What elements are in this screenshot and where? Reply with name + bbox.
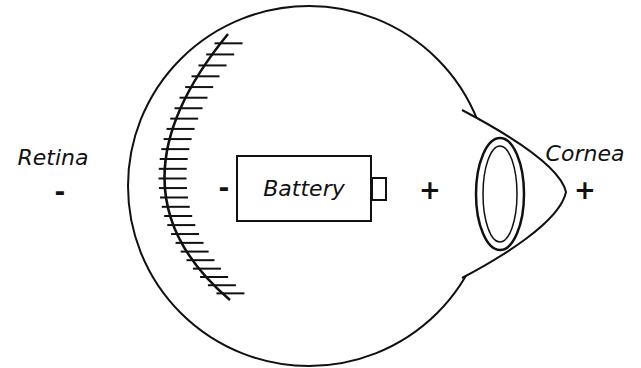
hatch-stroke [161, 148, 189, 150]
lens-outline [476, 138, 524, 250]
hatch-stroke [160, 158, 188, 160]
hatch-stroke [159, 178, 187, 180]
battery-label: Battery [263, 176, 344, 201]
hatch-stroke [167, 224, 195, 226]
hatch-stroke [180, 97, 208, 99]
retina-hatching [159, 43, 245, 293]
hatch-stroke [159, 168, 187, 170]
hatch-stroke [186, 259, 214, 261]
hatch-stroke [208, 284, 236, 286]
cornea-outline [462, 110, 566, 278]
retina-arc [164, 34, 230, 300]
hatch-stroke [200, 276, 228, 278]
battery-terminal [372, 178, 386, 200]
hatch-stroke [175, 107, 203, 109]
hatch-stroke [159, 187, 187, 189]
hatch-stroke [164, 215, 192, 217]
polarity-sign: + [419, 177, 441, 203]
polarity-sign: - [55, 179, 66, 205]
polarity-sign: - [219, 175, 230, 201]
hatch-stroke [160, 196, 188, 198]
hatch-stroke [162, 206, 190, 208]
hatch-stroke [193, 268, 221, 270]
eyeball-outline [128, 6, 490, 366]
hatch-stroke [199, 64, 227, 66]
hatch-stroke [216, 292, 244, 294]
hatch-stroke [167, 128, 195, 130]
hatch-stroke [164, 138, 192, 140]
hatch-stroke [206, 53, 234, 55]
hatch-stroke [181, 251, 209, 253]
hatch-stroke [171, 233, 199, 235]
retina-label: Retina [18, 147, 89, 169]
hatch-stroke [170, 118, 198, 120]
hatch-stroke [176, 242, 204, 244]
lens-inner [483, 146, 517, 242]
hatch-stroke [185, 86, 213, 88]
hatch-stroke [192, 75, 220, 77]
hatch-stroke [215, 42, 243, 44]
polarity-sign: + [574, 177, 596, 203]
battery-box: Battery [236, 155, 372, 222]
cornea-label: Cornea [546, 143, 625, 165]
